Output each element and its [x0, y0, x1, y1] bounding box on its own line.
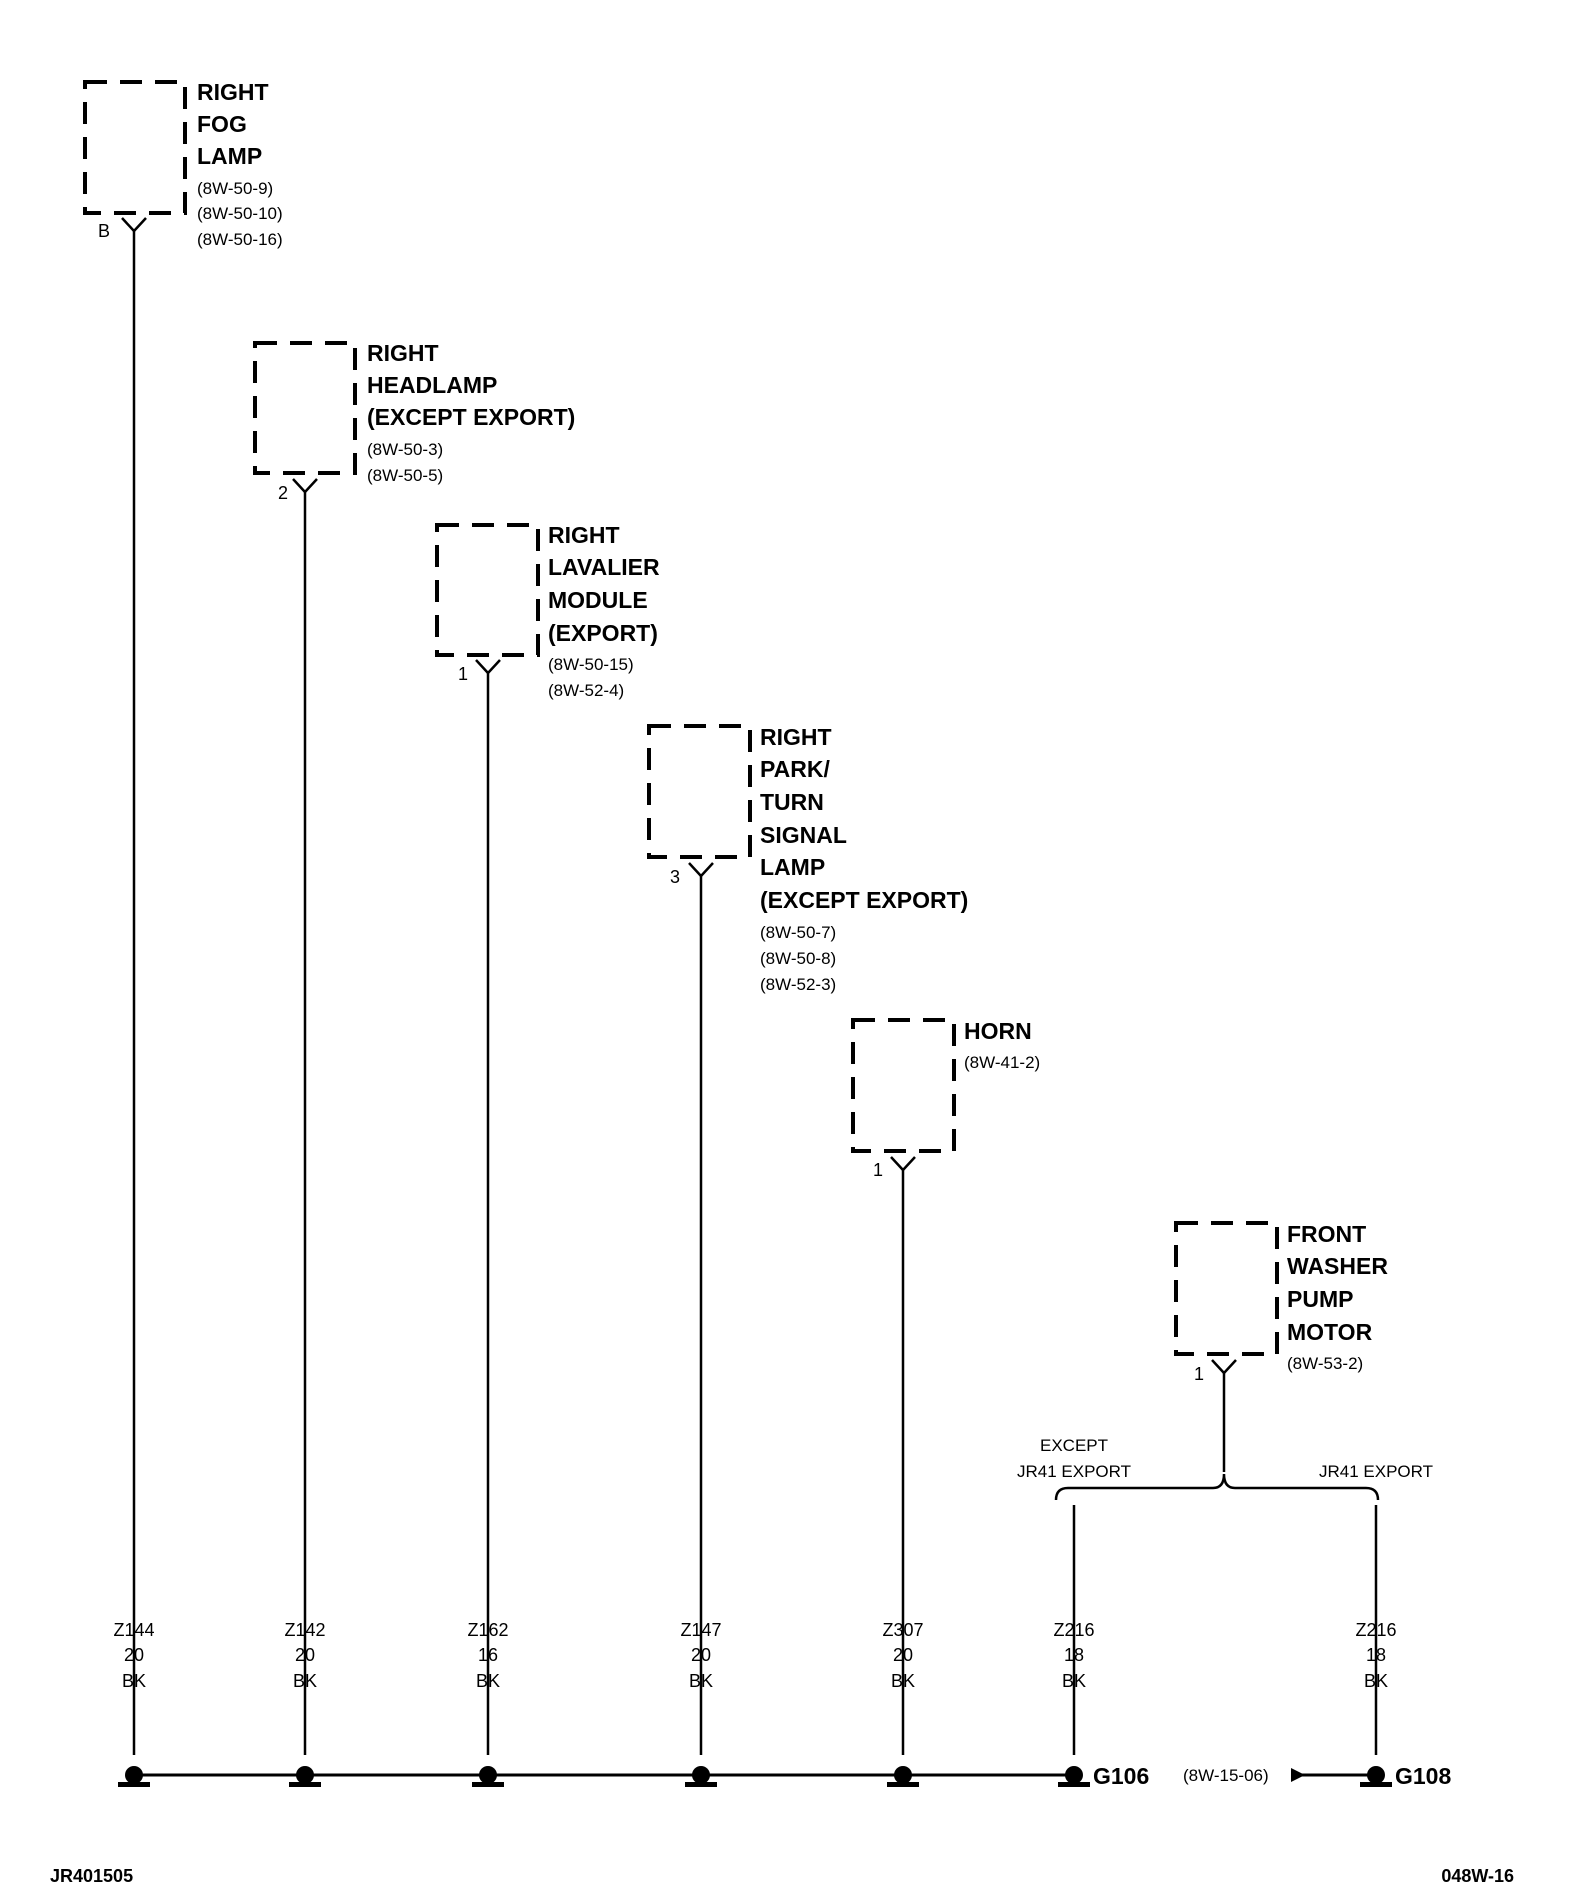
- component-title-line: SIGNAL: [760, 822, 847, 848]
- wire-gauge-label: 16: [478, 1645, 498, 1665]
- component-title-line: FOG: [197, 111, 247, 137]
- component-title-line: FRONT: [1287, 1221, 1366, 1247]
- component-title-line: MOTOR: [1287, 1319, 1373, 1345]
- splice-icon: [472, 1766, 504, 1787]
- component-right-headlamp: RIGHT HEADLAMP (EXCEPT EXPORT) (8W-50-3)…: [253, 340, 575, 1755]
- connector-pin-label: B: [98, 221, 110, 241]
- component-title-line: WASHER: [1287, 1253, 1388, 1279]
- arrow-right-icon: [1291, 1768, 1305, 1782]
- page-reference: (8W-52-3): [760, 975, 836, 994]
- wire-color-label: BK: [476, 1671, 500, 1691]
- wire-circuit-label: Z307: [882, 1620, 923, 1640]
- wire-circuit-label: Z147: [680, 1620, 721, 1640]
- connector-pin-icon: [292, 478, 318, 494]
- component-title-line: RIGHT: [760, 724, 832, 750]
- wire-labels: Z144 20 BK Z142 20 BK Z162 16 BK Z147 20…: [113, 1620, 1396, 1691]
- component-right-lavalier-module: RIGHT LAVALIER MODULE (EXPORT) (8W-50-15…: [435, 522, 660, 1755]
- page-reference: (8W-50-16): [197, 230, 283, 249]
- connector-pin-label: 3: [670, 867, 680, 887]
- branch-label-except: EXCEPT: [1040, 1436, 1108, 1455]
- component-right-park-turn-signal-lamp: RIGHT PARK/ TURN SIGNAL LAMP (EXCEPT EXP…: [647, 724, 968, 1755]
- component-box: [435, 523, 540, 657]
- wire-color-label: BK: [1364, 1671, 1388, 1691]
- branch-label-jr41: JR41 EXPORT: [1319, 1462, 1433, 1481]
- page-reference: (8W-53-2): [1287, 1354, 1363, 1373]
- component-title-line: (EXPORT): [548, 620, 658, 646]
- connector-pin-icon: [1211, 1359, 1237, 1375]
- page-reference: (8W-50-3): [367, 440, 443, 459]
- wire-circuit-label: Z216: [1355, 1620, 1396, 1640]
- component-title-line: HORN: [964, 1018, 1032, 1044]
- component-front-washer-pump-motor: FRONT WASHER PUMP MOTOR (8W-53-2) 1: [1174, 1221, 1388, 1472]
- figure-id-right: 048W-16: [1441, 1866, 1514, 1886]
- component-title-line: PARK/: [760, 756, 830, 782]
- connector-pin-icon: [121, 217, 147, 233]
- wire-gauge-label: 18: [1064, 1645, 1084, 1665]
- component-title-line: LAMP: [197, 143, 262, 169]
- component-box: [647, 724, 752, 859]
- connector-pin-icon: [890, 1156, 916, 1172]
- ground-bus: G106 (8W-15-06) G108: [118, 1763, 1451, 1789]
- component-title-line: HEADLAMP: [367, 372, 497, 398]
- option-bracket: [1054, 1473, 1380, 1501]
- branch-brace: EXCEPT JR41 EXPORT JR41 EXPORT: [1017, 1436, 1433, 1755]
- wire-color-label: BK: [689, 1671, 713, 1691]
- page-reference: (8W-50-9): [197, 179, 273, 198]
- wire-circuit-label: Z162: [467, 1620, 508, 1640]
- connector-pin-label: 1: [1194, 1364, 1204, 1384]
- wire-gauge-label: 20: [124, 1645, 144, 1665]
- wire-color-label: BK: [122, 1671, 146, 1691]
- connector-pin-icon: [688, 862, 714, 878]
- ground-label-g106: G106: [1093, 1763, 1149, 1789]
- splice-icon: [685, 1766, 717, 1787]
- component-box: [253, 341, 357, 475]
- page-reference: (8W-41-2): [964, 1053, 1040, 1072]
- wire-circuit-label: Z144: [113, 1620, 154, 1640]
- wire-gauge-label: 20: [295, 1645, 315, 1665]
- splice-icon: [118, 1766, 150, 1787]
- page-reference: (8W-50-10): [197, 204, 283, 223]
- connector-pin-label: 1: [458, 664, 468, 684]
- figure-id-left: JR401505: [50, 1866, 133, 1886]
- ground-page-reference: (8W-15-06): [1183, 1766, 1269, 1785]
- component-box: [83, 80, 187, 215]
- component-box: [851, 1018, 956, 1153]
- component-title-line: RIGHT: [197, 79, 269, 105]
- branch-label-except: JR41 EXPORT: [1017, 1462, 1131, 1481]
- wire-color-label: BK: [293, 1671, 317, 1691]
- page-reference: (8W-50-15): [548, 655, 634, 674]
- wire-circuit-label: Z216: [1053, 1620, 1094, 1640]
- component-title-line: RIGHT: [548, 522, 620, 548]
- splice-icon: [887, 1766, 919, 1787]
- ground-g108-icon: [1360, 1766, 1392, 1787]
- component-horn: HORN (8W-41-2) 1: [851, 1018, 1040, 1755]
- component-right-fog-lamp: RIGHT FOG LAMP (8W-50-9) (8W-50-10) (8W-…: [83, 79, 283, 1755]
- connector-pin-label: 2: [278, 483, 288, 503]
- wire-gauge-label: 18: [1366, 1645, 1386, 1665]
- wire-color-label: BK: [1062, 1671, 1086, 1691]
- component-title-line: (EXCEPT EXPORT): [760, 887, 968, 913]
- ground-g106-icon: [1058, 1766, 1090, 1787]
- component-title-line: PUMP: [1287, 1286, 1353, 1312]
- wire-circuit-label: Z142: [284, 1620, 325, 1640]
- page-reference: (8W-50-8): [760, 949, 836, 968]
- wire-color-label: BK: [891, 1671, 915, 1691]
- component-box: [1174, 1221, 1279, 1356]
- component-title-line: (EXCEPT EXPORT): [367, 404, 575, 430]
- wire-gauge-label: 20: [893, 1645, 913, 1665]
- page-reference: (8W-52-4): [548, 681, 624, 700]
- ground-label-g108: G108: [1395, 1763, 1451, 1789]
- component-title-line: RIGHT: [367, 340, 439, 366]
- page-reference: (8W-50-7): [760, 923, 836, 942]
- wire-gauge-label: 20: [691, 1645, 711, 1665]
- component-title-line: LAVALIER: [548, 554, 660, 580]
- connector-pin-icon: [475, 659, 501, 675]
- connector-pin-label: 1: [873, 1160, 883, 1180]
- component-title-line: LAMP: [760, 854, 825, 880]
- page-reference: (8W-50-5): [367, 466, 443, 485]
- component-title-line: MODULE: [548, 587, 648, 613]
- component-title-line: TURN: [760, 789, 824, 815]
- splice-icon: [289, 1766, 321, 1787]
